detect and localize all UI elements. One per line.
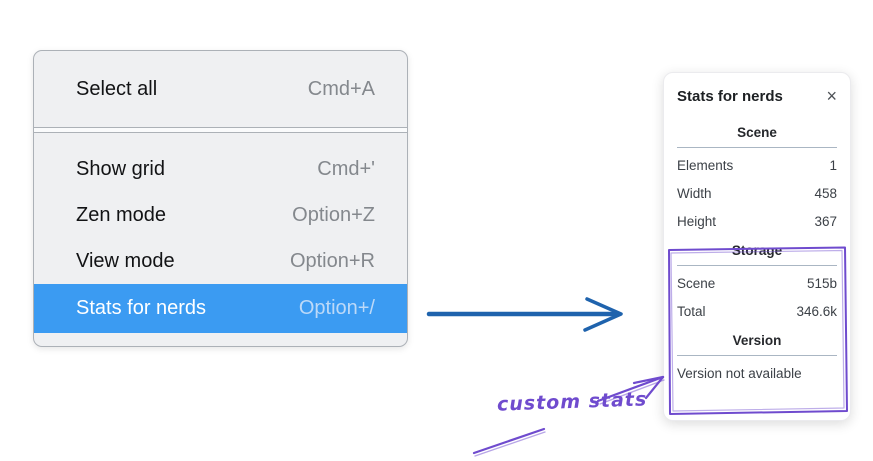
menu-item-shortcut: Option+Z	[292, 203, 375, 226]
menu-item-shortcut: Cmd+'	[317, 157, 375, 180]
stat-label: Height	[677, 213, 717, 229]
stat-label: Elements	[677, 157, 734, 173]
stats-panel-title: Stats for nerds	[677, 87, 783, 105]
menu-item-shortcut: Option+R	[289, 249, 375, 272]
section-divider	[677, 147, 837, 148]
storage-section: Storage Scene 515b Total 346.6k	[677, 235, 837, 325]
stat-row-width: Width 458	[677, 179, 837, 207]
menu-item-zen-mode[interactable]: Zen mode Option+Z	[34, 192, 407, 238]
context-menu: Select all Cmd+A Show grid Cmd+' Zen mod…	[33, 50, 408, 347]
stat-row-elements: Elements 1	[677, 151, 837, 179]
menu-section-bottom: Show grid Cmd+' Zen mode Option+Z View m…	[34, 133, 407, 333]
menu-section-top: Select all Cmd+A	[34, 51, 407, 127]
custom-stats-label: custom stats	[496, 388, 648, 416]
section-divider	[677, 355, 837, 356]
menu-item-select-all[interactable]: Select all Cmd+A	[34, 51, 407, 127]
section-divider	[677, 265, 837, 266]
stat-value: 346.6k	[796, 303, 837, 319]
stat-label: Scene	[677, 275, 716, 291]
scene-section-header: Scene	[737, 125, 777, 140]
menu-item-shortcut: Cmd+A	[307, 77, 375, 100]
menu-item-label: Show grid	[76, 157, 165, 180]
version-section-header: Version	[732, 333, 782, 348]
stat-row-scene-size: Scene 515b	[677, 269, 837, 297]
custom-stats-arrow-icon	[472, 375, 665, 457]
menu-item-shortcut: Option+/	[298, 297, 375, 319]
stats-panel: Stats for nerds × Scene Elements 1 Width…	[663, 72, 851, 421]
menu-item-label: View mode	[76, 249, 175, 272]
version-section: Version Version not available	[677, 325, 837, 388]
stat-value: 458	[814, 185, 837, 201]
menu-item-label: Zen mode	[76, 203, 167, 226]
stat-label: Width	[677, 185, 712, 201]
stats-panel-header: Stats for nerds ×	[677, 87, 837, 105]
menu-item-label: Select all	[76, 77, 158, 100]
version-note: Version not available	[677, 366, 802, 381]
stat-value: 367	[814, 213, 837, 229]
flow-arrow-icon	[426, 297, 623, 332]
stat-value: 1	[829, 157, 837, 173]
menu-item-show-grid[interactable]: Show grid Cmd+'	[34, 146, 407, 192]
stat-label: Total	[677, 303, 706, 319]
stat-value: 515b	[806, 275, 837, 291]
close-icon[interactable]: ×	[826, 86, 837, 106]
menu-item-stats-for-nerds[interactable]: Stats for nerds Option+/	[34, 284, 407, 333]
scene-section: Scene Elements 1 Width 458 Height 367	[677, 117, 837, 235]
storage-section-header: Storage	[731, 243, 783, 258]
menu-item-view-mode[interactable]: View mode Option+R	[34, 238, 407, 284]
menu-item-label: Stats for nerds	[76, 297, 207, 319]
menu-divider	[34, 127, 407, 133]
stat-row-height: Height 367	[677, 207, 837, 235]
stat-row-total-size: Total 346.6k	[677, 297, 837, 325]
